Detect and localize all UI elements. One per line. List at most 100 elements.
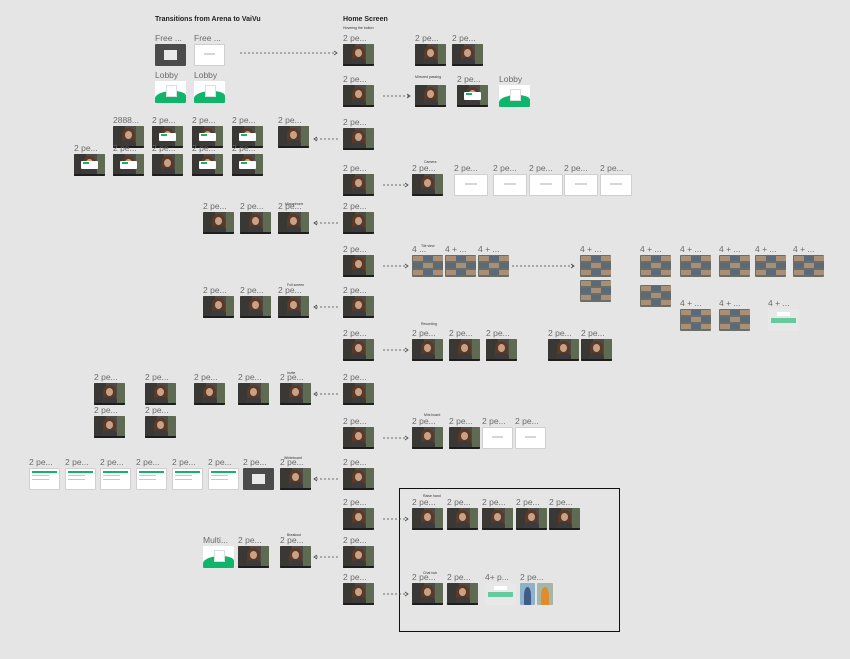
row-lobby-frame[interactable] xyxy=(415,85,446,107)
row-tile-view-frame[interactable]: 4 ... xyxy=(412,244,443,277)
row-tile-view-frame[interactable] xyxy=(640,285,671,307)
row-breakout-frame[interactable]: 2 pe... xyxy=(280,535,311,568)
row-settings-frame[interactable]: 2 pe... xyxy=(232,115,263,148)
row-whiteboard-frame[interactable]: 2 pe... xyxy=(136,457,167,490)
row-recording-frame[interactable]: 2 pe... xyxy=(412,328,443,361)
row-lobby-frame[interactable]: 2 pe... xyxy=(457,74,488,107)
row-breakout-frame[interactable]: 2 pe... xyxy=(238,535,269,568)
row-whiteboard-frame[interactable]: 2 pe... xyxy=(100,457,131,490)
row-tile-view-frame[interactable]: 4 + ... xyxy=(478,244,509,277)
home-screen-frame[interactable]: 2 pe... xyxy=(343,497,374,530)
row-hover-frame[interactable]: 2 pe... xyxy=(415,33,446,66)
row-mini-board-frame[interactable]: 2 pe... xyxy=(482,416,513,449)
row-recording-frame[interactable]: 2 pe... xyxy=(486,328,517,361)
row-camera-frame[interactable]: 2 pe... xyxy=(454,163,488,196)
row-tile-view-frame[interactable]: 4 + ... xyxy=(719,244,750,277)
row-settings-frame[interactable]: 2 pe... xyxy=(278,115,309,148)
row-settings-frame[interactable]: 2 pe... xyxy=(113,143,144,176)
home-screen-frame[interactable]: 2 pe... xyxy=(343,372,374,405)
row-fullscreen-frame[interactable]: 2 pe... xyxy=(203,285,234,318)
frame-thumbnail xyxy=(343,44,374,66)
home-screen-frame[interactable]: 2 pe... xyxy=(343,285,374,318)
home-screen-frame[interactable]: 2 pe... xyxy=(343,201,374,234)
row-whiteboard-frame[interactable]: 2 pe... xyxy=(243,457,274,490)
row-chat-frame[interactable]: 2 pe... xyxy=(520,572,544,605)
row-camera-frame[interactable]: 2 pe... xyxy=(600,163,632,196)
row-tile-view-frame[interactable]: 4 + ... xyxy=(680,244,711,277)
row-whiteboard-frame[interactable]: 2 pe... xyxy=(280,457,311,490)
row-invite-frame[interactable]: 2 pe... xyxy=(280,372,311,405)
frame-thumbnail xyxy=(194,383,225,405)
row-invite-frame[interactable]: 2 pe... xyxy=(238,372,269,405)
row-settings-frame[interactable]: 2 pe... xyxy=(152,115,183,148)
row-breakout-frame[interactable]: Multi... xyxy=(203,535,234,568)
row-settings-frame[interactable]: 2 pe... xyxy=(232,143,263,176)
row-mini-board-frame[interactable]: 2 pe... xyxy=(515,416,546,449)
row-microphone-frame[interactable]: 2 pe... xyxy=(278,201,309,234)
arena-frame[interactable]: Lobby xyxy=(155,70,186,103)
row-camera-frame[interactable]: 2 pe... xyxy=(493,163,527,196)
row-whiteboard-frame[interactable]: 2 pe... xyxy=(65,457,96,490)
row-invite-frame[interactable]: 2 pe... xyxy=(145,405,176,438)
home-screen-frame[interactable]: 2 pe... xyxy=(343,33,374,66)
home-screen-frame[interactable]: 2 pe... xyxy=(343,416,374,449)
row-settings-frame[interactable]: 2 pe... xyxy=(192,115,223,148)
row-raise-hand-frame[interactable]: 2 pe... xyxy=(412,497,443,530)
row-camera-frame[interactable]: 2 pe... xyxy=(412,163,443,196)
arena-frame[interactable]: Free ... xyxy=(155,33,186,66)
row-settings-frame[interactable]: 2 pe... xyxy=(152,143,183,176)
row-recording-frame[interactable]: 2 pe... xyxy=(449,328,480,361)
home-screen-frame[interactable]: 2 pe... xyxy=(343,117,374,150)
row-settings-frame[interactable]: 2 pe... xyxy=(74,143,105,176)
row-settings-frame[interactable]: 2888... xyxy=(113,115,144,148)
home-screen-frame[interactable]: 2 pe... xyxy=(343,74,374,107)
arena-frame[interactable]: Lobby xyxy=(194,70,225,103)
row-invite-frame[interactable]: 2 pe... xyxy=(94,405,125,438)
row-whiteboard-frame[interactable]: 2 pe... xyxy=(172,457,203,490)
row-tile-view-frame[interactable]: 4 + ... xyxy=(580,244,611,277)
row-whiteboard-frame[interactable]: 2 pe... xyxy=(29,457,60,490)
row-mini-board-frame[interactable]: 2 pe... xyxy=(412,416,443,449)
row-lobby-frame[interactable]: Lobby xyxy=(499,74,530,107)
row-tile-view-frame[interactable]: 4 + ... xyxy=(719,298,750,331)
row-tile-view-frame[interactable]: 4 + ... xyxy=(793,244,824,277)
row-tile-view-frame[interactable]: 4 + ... xyxy=(445,244,476,277)
arena-frame[interactable]: Free ... xyxy=(194,33,225,66)
row-chat-frame[interactable]: 2 pe... xyxy=(447,572,478,605)
home-screen-frame[interactable]: 2 pe... xyxy=(343,328,374,361)
row-microphone-frame[interactable]: 2 pe... xyxy=(203,201,234,234)
row-fullscreen-frame[interactable]: 2 pe... xyxy=(278,285,309,318)
row-invite-frame[interactable]: 2 pe... xyxy=(94,372,125,405)
home-screen-frame[interactable]: 2 pe... xyxy=(343,457,374,490)
row-chat-frame[interactable] xyxy=(537,583,553,605)
row-camera-frame[interactable]: 2 pe... xyxy=(529,163,563,196)
row-tile-view-frame[interactable] xyxy=(580,280,611,302)
home-screen-frame[interactable]: 2 pe... xyxy=(343,572,374,605)
home-screen-frame[interactable]: 2 pe... xyxy=(343,163,374,196)
row-raise-hand-frame[interactable]: 2 pe... xyxy=(482,497,513,530)
row-recording-frame[interactable]: 2 pe... xyxy=(548,328,579,361)
row-chat-frame[interactable]: 2 pe... xyxy=(412,572,443,605)
row-invite-frame[interactable]: 2 pe... xyxy=(194,372,225,405)
row-recording-frame[interactable]: 2 pe... xyxy=(581,328,612,361)
frame-label: 2 pe... xyxy=(343,117,367,127)
row-whiteboard-frame[interactable]: 2 pe... xyxy=(208,457,239,490)
row-settings-frame[interactable]: 2 pe... xyxy=(192,143,223,176)
row-tile-view-frame[interactable]: 4 + ... xyxy=(755,244,786,277)
row-hover-frame[interactable]: 2 pe... xyxy=(452,33,483,66)
row-tile-view-frame[interactable]: 4 + ... xyxy=(768,298,799,331)
home-screen-frame[interactable]: 2 pe... xyxy=(343,244,374,277)
row-raise-hand-frame[interactable]: 2 pe... xyxy=(447,497,478,530)
row-raise-hand-frame[interactable]: 2 pe... xyxy=(516,497,547,530)
row-tile-view-frame[interactable]: 4 + ... xyxy=(640,244,671,277)
row-fullscreen-frame[interactable]: 2 pe... xyxy=(240,285,271,318)
home-screen-frame[interactable]: 2 pe... xyxy=(343,535,374,568)
row-camera-frame[interactable]: 2 pe... xyxy=(564,163,598,196)
row-raise-hand-frame[interactable]: 2 pe... xyxy=(549,497,580,530)
row-invite-frame[interactable]: 2 pe... xyxy=(145,372,176,405)
row-tile-view-frame[interactable]: 4 + ... xyxy=(680,298,711,331)
row-mini-board-frame[interactable]: 2 pe... xyxy=(449,416,480,449)
row-microphone-frame[interactable]: 2 pe... xyxy=(240,201,271,234)
row-chat-frame[interactable]: 4+ p... xyxy=(485,572,516,605)
